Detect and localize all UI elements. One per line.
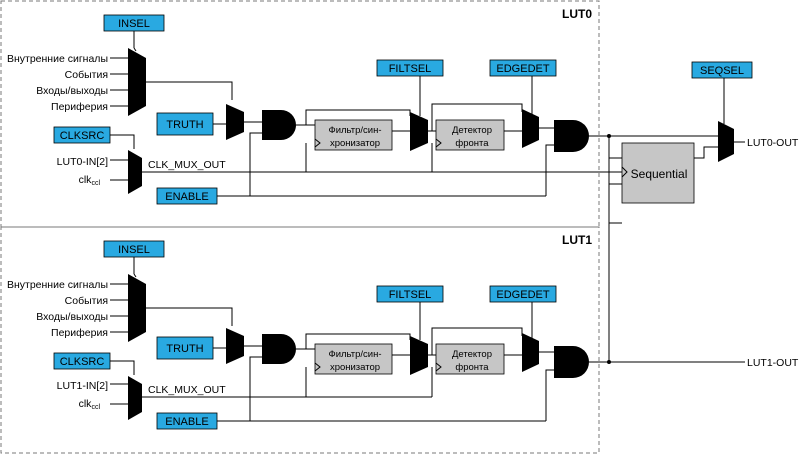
lut0-output-label: LUT0-OUT	[747, 137, 799, 149]
lut0-and-gate-2	[554, 120, 589, 152]
sequential-section: Sequential SEQSEL LUT0-OUT LUT1-OUT	[607, 61, 799, 369]
lut1-detector-text-2: фронта	[455, 362, 489, 373]
lut1-input-events: События	[65, 295, 108, 307]
lut0-truth-label: TRUTH	[166, 119, 203, 131]
lut1-input-mux	[128, 274, 146, 342]
lut0-clk-mux-out-label: CLK_MUX_OUT	[148, 159, 226, 171]
lut1-input-internal-signals: Внутренние сигналы	[7, 279, 108, 291]
lut1-enable-label: ENABLE	[165, 416, 208, 428]
lut1-filter-synchronizer	[314, 343, 393, 375]
lut1-clock-mux	[128, 376, 142, 420]
lut0-input-events: События	[65, 69, 108, 81]
seqsel-label: SEQSEL	[700, 65, 744, 77]
lut0-edge-mux	[522, 109, 539, 148]
lut1-filter-text-2: хронизатор	[330, 362, 380, 373]
lut0-filter-text-1: Фильтр/син-	[328, 125, 381, 136]
lut1-clk-ccl: clkccl	[79, 398, 101, 411]
lut0-detector-text-1: Детектор	[452, 125, 492, 136]
lut1-edgedet-label: EDGEDET	[496, 289, 549, 301]
lut0-clksrc-label: CLKSRC	[60, 130, 105, 142]
lut1-filtsel-register	[376, 285, 444, 303]
lut1-truth-mux	[226, 328, 244, 364]
lut0-input-io: Входы/выходы	[36, 85, 108, 97]
lut0-filter-mux	[410, 112, 428, 151]
lut0-input-internal-signals: Внутренние сигналы	[7, 53, 108, 65]
lut1-clk-mux-out-label: CLK_MUX_OUT	[148, 384, 226, 396]
lut0-input-peripherals: Периферия	[51, 101, 108, 113]
lut1-section: LUT1 INSEL Внутренние сигналы События Вх…	[0, 226, 745, 454]
lut1-output-label: LUT1-OUT	[747, 357, 799, 369]
lut0-filter-text-2: хронизатор	[330, 138, 380, 149]
sequential-block	[621, 142, 695, 204]
lut0-input-mux	[128, 48, 146, 116]
lut1-filter-mux	[410, 336, 428, 375]
lut0-edge-detector	[435, 119, 505, 151]
lut0-detector-text-2: фронта	[455, 138, 489, 149]
lut0-frame	[0, 0, 600, 228]
lut1-input-io: Входы/выходы	[36, 311, 108, 323]
lut0-section: LUT0 INSEL Внутренние сигналы События Вх…	[0, 0, 720, 228]
lut0-filter-synchronizer	[314, 119, 393, 151]
lut0-insel-label: INSEL	[118, 18, 150, 30]
lut0-enable-label: ENABLE	[165, 191, 208, 203]
lut0-clock-mux	[128, 150, 142, 194]
lut1-filtsel-label: FILTSEL	[389, 289, 432, 301]
lut1-filter-text-1: Фильтр/син-	[328, 349, 381, 360]
lut0-title: LUT0	[562, 7, 592, 21]
lut0-clk-ccl: clkccl	[79, 174, 101, 187]
lut1-title: LUT1	[562, 233, 592, 247]
lut1-insel-label: INSEL	[118, 244, 150, 256]
lut0-filtsel-register	[376, 59, 444, 77]
lut0-and-gate-1	[262, 110, 296, 140]
seqsel-mux	[718, 121, 734, 162]
lut1-input-peripherals: Периферия	[51, 327, 108, 339]
lut1-edge-detector	[435, 343, 505, 375]
lut0-clk-input: LUT0-IN[2]	[57, 156, 108, 168]
lut0-filtsel-label: FILTSEL	[389, 63, 432, 75]
lut0-truth-mux	[226, 104, 244, 140]
lut1-clk-input: LUT1-IN[2]	[57, 380, 108, 392]
lut1-and-gate-1	[262, 334, 296, 364]
lut1-detector-text-1: Детектор	[452, 349, 492, 360]
lut0-edgedet-label: EDGEDET	[496, 63, 549, 75]
lut1-edge-mux	[522, 333, 539, 372]
lut0-edgedet-register	[489, 59, 557, 77]
lut1-truth-label: TRUTH	[166, 343, 203, 355]
seqsel-register	[691, 61, 753, 79]
sequential-label: Sequential	[631, 167, 688, 181]
lut1-clksrc-label: CLKSRC	[60, 356, 105, 368]
lut1-edgedet-register	[489, 285, 557, 303]
lut1-frame	[0, 226, 600, 454]
lut1-and-gate-2	[554, 346, 589, 378]
